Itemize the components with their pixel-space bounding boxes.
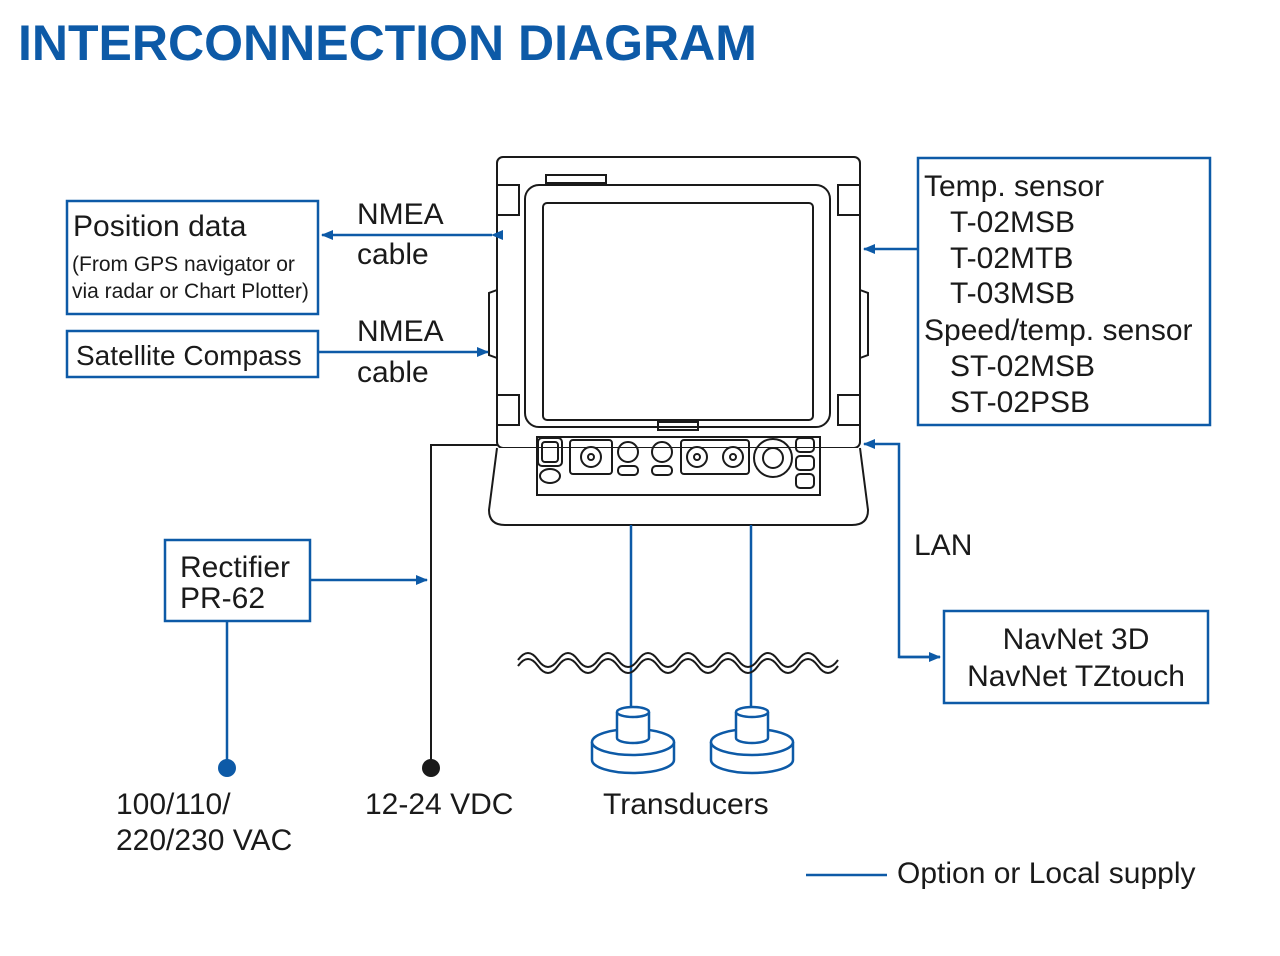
navnet-line-1: NavNet 3D	[1003, 623, 1150, 656]
nmea-bottom-label-2: cable	[357, 356, 429, 389]
position-data-box: Position data (From GPS navigator or via…	[65, 199, 320, 316]
dc-supply-terminal-icon	[422, 759, 440, 777]
display-unit	[487, 156, 870, 526]
satellite-compass-box: Satellite Compass	[65, 329, 320, 379]
ac-supply-terminal-icon	[218, 759, 236, 777]
sensor-line-3: T-02MTB	[950, 242, 1073, 275]
rectifier-line-1: Rectifier	[180, 551, 290, 584]
sensor-line-5: Speed/temp. sensor	[924, 314, 1193, 347]
position-data-title: Position data	[73, 210, 247, 243]
sensor-line-2: T-02MSB	[950, 206, 1075, 239]
dc-label: 12-24 VDC	[365, 788, 513, 821]
waterline-icon	[517, 652, 839, 668]
position-data-note-1: (From GPS navigator or	[72, 253, 295, 276]
power-key-icon	[537, 437, 563, 467]
display-screen	[542, 202, 814, 421]
sensor-line-1: Temp. sensor	[924, 170, 1104, 203]
ac-label-2: 220/230 VAC	[116, 824, 292, 857]
rotary-knob-icon	[753, 438, 793, 478]
transducer-icon	[709, 705, 795, 775]
page-title: INTERCONNECTION DIAGRAM	[18, 15, 757, 71]
rectifier-box: Rectifier PR-62	[163, 538, 312, 623]
nmea-bottom-label-1: NMEA	[357, 315, 444, 348]
lan-label: LAN	[914, 529, 972, 562]
position-data-note-2: via radar or Chart Plotter)	[72, 280, 309, 303]
sensor-line-4: T-03MSB	[950, 277, 1075, 310]
sensor-line-6: ST-02MSB	[950, 350, 1095, 383]
transducer-icon	[590, 705, 676, 775]
sensor-line-7: ST-02PSB	[950, 386, 1090, 419]
rectifier-line-2: PR-62	[180, 582, 265, 615]
sensor-box: Temp. sensor T-02MSB T-02MTB T-03MSB Spe…	[916, 156, 1212, 427]
satellite-compass-title: Satellite Compass	[76, 340, 302, 371]
nmea-top-label-1: NMEA	[357, 198, 444, 231]
ac-label-1: 100/110/	[116, 788, 231, 821]
navnet-line-2: NavNet TZtouch	[967, 660, 1185, 693]
nmea-top-label-2: cable	[357, 238, 429, 271]
dc-power-cable	[430, 444, 497, 766]
transducers-label: Transducers	[603, 788, 769, 821]
legend-label: Option or Local supply	[897, 857, 1196, 890]
navnet-box: NavNet 3D NavNet TZtouch	[942, 609, 1210, 705]
